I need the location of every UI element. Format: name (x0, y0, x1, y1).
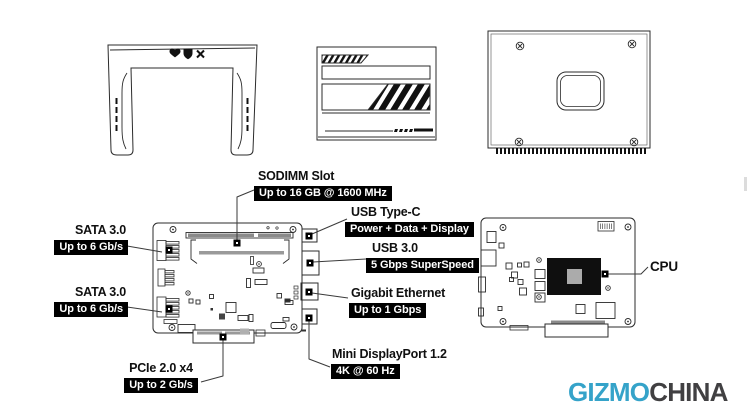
sodimm-slot-shape (185, 226, 294, 265)
leader-sata-bottom (126, 306, 163, 313)
leader-ethernet (311, 292, 349, 299)
leader-sata-top (126, 245, 163, 253)
callout-usb-c: USB Type-C Power + Data + Display (345, 205, 474, 237)
callout-badge: Up to 16 GB @ 1600 MHz (254, 185, 392, 201)
aux-connector-shape (157, 268, 175, 287)
callout-title: Gigabit Ethernet (351, 286, 446, 300)
usbc-connector-shape (301, 228, 318, 243)
leader-usbc (311, 218, 348, 235)
edge-connector-shape (509, 320, 609, 338)
callout-sata-bottom: SATA 3.0 Up to 6 Gb/s (30, 285, 128, 317)
callout-badge: 5 Gbps SuperSpeed (366, 257, 479, 273)
gizmochina-logo: GIZMOCHINA (568, 379, 728, 405)
callout-title: SATA 3.0 (75, 223, 126, 237)
callout-badge: Up to 6 Gb/s (54, 301, 128, 317)
callout-badge: Power + Data + Display (345, 221, 474, 237)
screw-icon (514, 39, 639, 147)
leader-sodimm (236, 189, 255, 240)
callout-badge: Up to 1 Gbps (349, 302, 427, 318)
chassis-bracket-drawing (107, 44, 258, 156)
x-icon (196, 49, 205, 59)
mounting-holes (499, 223, 632, 325)
motherboard-bottom-drawing (478, 217, 636, 338)
connector-markers (165, 232, 609, 341)
leader-lines (126, 189, 649, 383)
header-connector-shape (597, 221, 615, 232)
motherboard-top-drawing (152, 222, 320, 344)
cpu-die-shape (547, 258, 601, 295)
callout-sodimm: SODIMM Slot Up to 16 GB @ 1600 MHz (254, 169, 392, 201)
callout-title: USB 3.0 (372, 241, 418, 255)
logo-text-gizmo: GIZMO (568, 377, 650, 407)
ethernet-connector-shape (293, 282, 319, 301)
callout-title: CPU (650, 259, 678, 274)
callout-badge: Up to 6 Gb/s (54, 239, 128, 255)
callout-title: Mini DisplayPort 1.2 (332, 347, 447, 361)
callout-badge: 4K @ 60 Hz (331, 363, 400, 379)
vias (536, 257, 611, 300)
leader-cpu (608, 266, 649, 275)
backplate-drawing (487, 30, 651, 154)
pcie-connector-shape (192, 328, 266, 344)
callout-ethernet: Gigabit Ethernet Up to 1 Gbps (349, 286, 446, 318)
callout-pcie: PCIe 2.0 x4 Up to 2 Gb/s (120, 361, 202, 393)
leader-usb3 (312, 258, 367, 263)
heart-icon (169, 48, 181, 58)
callout-cpu: CPU (650, 259, 678, 275)
smd-components (185, 261, 306, 332)
callout-title: PCIe 2.0 x4 (129, 361, 193, 375)
screen-edge-artifact (744, 177, 747, 191)
shield-icon (183, 48, 193, 60)
callout-mini-dp: Mini DisplayPort 1.2 4K @ 60 Hz (331, 347, 447, 379)
callout-title: SODIMM Slot (258, 169, 335, 183)
callout-sata-top: SATA 3.0 Up to 6 Gb/s (30, 223, 128, 255)
logo-text-china: CHINA (649, 377, 728, 407)
callout-title: SATA 3.0 (75, 285, 126, 299)
smd-components (478, 231, 616, 319)
leader-pcie (200, 340, 224, 383)
top-cover-drawing (316, 46, 437, 141)
mounting-holes (168, 226, 298, 331)
leader-minidp (308, 321, 331, 368)
usb3-connector-shape (301, 250, 320, 276)
sata-connector-shape (156, 296, 180, 324)
callout-usb-3: USB 3.0 5 Gbps SuperSpeed (366, 241, 479, 273)
callout-title: USB Type-C (351, 205, 421, 219)
callout-badge: Up to 2 Gb/s (124, 377, 198, 393)
